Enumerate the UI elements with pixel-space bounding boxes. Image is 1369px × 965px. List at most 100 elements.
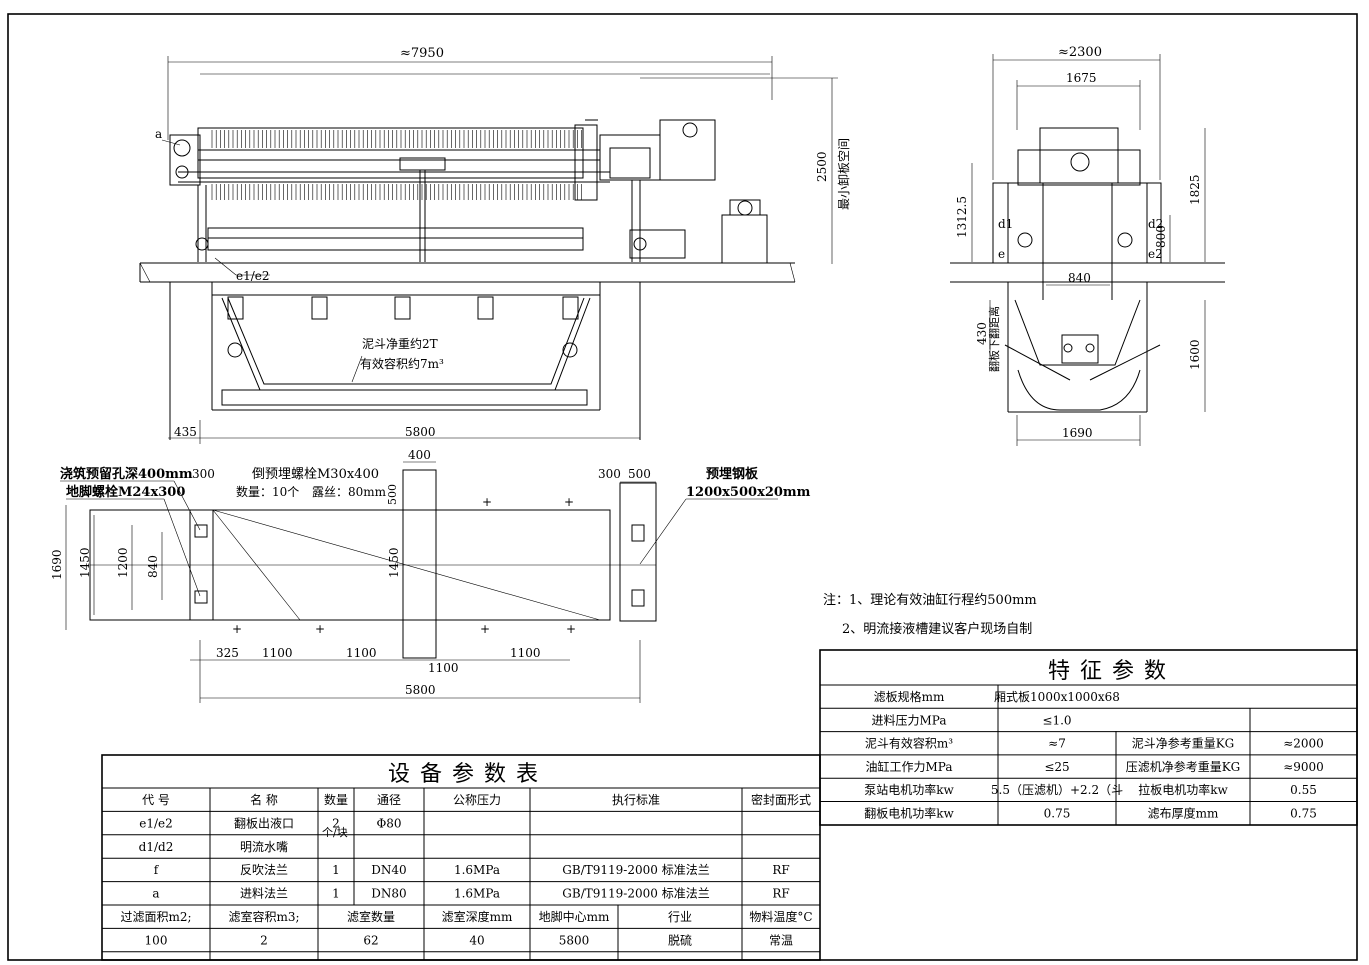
feature-cell: 进料压力MPa (872, 713, 947, 727)
equip-cell: 1 (332, 863, 340, 877)
label-bolt-exposed: 露丝：80mm (312, 485, 387, 499)
dim-fd-300-right: 300 (598, 467, 621, 481)
label-anchor-bolt: 地脚螺栓M24x300 (66, 484, 185, 500)
equip-cell: 1.6MPa (454, 887, 500, 901)
equip-cell: Φ80 (376, 816, 401, 830)
dim-fd-400: 400 (408, 448, 431, 462)
dim-clearance-value: 2500 (815, 151, 829, 182)
svg-text:+: + (315, 622, 325, 636)
dim-side-mid-height: 1312.5 (955, 196, 969, 238)
equip-footer-cell: 62 (363, 933, 378, 947)
equip-qty-note: 个/块 (322, 826, 348, 839)
dim-fd-500-vertical: 500 (386, 484, 399, 505)
feature-cell: 泵站电机功率kw (864, 782, 954, 797)
equip-header-cell: 执行标准 (612, 793, 660, 807)
equip-header-cell: 数量 (324, 792, 348, 807)
dim-fd-1450-left: 1450 (78, 547, 92, 578)
feature-cell: ≈2000 (1283, 737, 1324, 751)
dim-fd-300-left: 300 (192, 467, 215, 481)
dim-overall-width: ≈2300 (1058, 45, 1102, 60)
equip-cell: d1/d2 (139, 840, 174, 854)
equip-cell: 翻板出液口 (234, 815, 294, 830)
dim-fd-5800: 5800 (405, 683, 436, 697)
dim-left-offset: 435 (174, 425, 197, 439)
equip-cell: 1.6MPa (454, 863, 500, 877)
dim-side-800: 800 (1154, 225, 1168, 248)
equip-cell: GB/T9119-2000 标准法兰 (562, 863, 709, 877)
label-d2: d2 (1148, 217, 1163, 231)
label-embedded-bolt: 倒预埋螺栓M30x400 (252, 467, 379, 482)
note-1: 注：1、理论有效油缸行程约500mm (823, 592, 1037, 608)
label-e2: e2 (1148, 247, 1163, 261)
equip-cell: DN80 (371, 887, 406, 901)
dim-fd-1100-d: 1100 (510, 646, 541, 660)
equip-footer-cell: 行业 (668, 910, 692, 924)
label-flap-clearance: 翻板下翻距离 (987, 306, 1001, 372)
equip-header-cell: 名 称 (250, 792, 278, 807)
label-pour-hole: 浇筑预留孔深400mm (60, 466, 193, 482)
feature-cell: 0.75 (1044, 807, 1071, 821)
equip-footer-cell: 脱硫 (668, 932, 692, 947)
equip-footer-cell: 过滤面积m2; (120, 910, 191, 924)
dim-fd-1100-c: 1100 (428, 661, 459, 675)
dim-fd-325: 325 (216, 646, 239, 660)
dim-clearance-label: 最小卸板空间 (836, 138, 851, 210)
feature-cell: 厢式板1000x1000x68 (994, 690, 1120, 704)
equip-cell: 明流水嘴 (240, 840, 288, 854)
feature-cell: 滤板规格mm (874, 689, 945, 704)
feature-cell: ≈7 (1048, 737, 1066, 751)
feature-cell: 压滤机净参考重量KG (1126, 759, 1241, 774)
equip-cell: 进料法兰 (240, 887, 288, 901)
note-2: 2、明流接液槽建议客户现场自制 (842, 621, 1032, 637)
feature-cell: ≤1.0 (1042, 713, 1071, 727)
dim-inner-width: 1675 (1066, 71, 1097, 85)
label-hopper-weight: 泥斗净重约2T (362, 336, 438, 351)
feature-cell: ≤25 (1044, 760, 1069, 774)
dim-fd-1690: 1690 (50, 549, 64, 580)
filter-plates (211, 130, 582, 200)
label-d1: d1 (998, 217, 1013, 231)
dim-side-height: 1825 (1188, 174, 1202, 205)
equip-header-cell: 公称压力 (453, 793, 501, 807)
equip-cell: GB/T9119-2000 标准法兰 (562, 887, 709, 901)
equip-cell: 2 (332, 816, 340, 830)
feature-cell: 翻板电机功率kw (864, 806, 954, 821)
feature-cell: 泥斗净参考重量KG (1132, 736, 1235, 751)
label-embedded-plate-size: 1200x500x20mm (686, 485, 811, 500)
equip-cell: 1 (332, 887, 340, 901)
feature-cell: ≈9000 (1283, 760, 1324, 774)
equip-cell: f (154, 863, 160, 877)
equip-cell: a (152, 887, 159, 901)
equip-cell: DN40 (371, 863, 406, 877)
svg-text:+: + (232, 622, 242, 636)
feature-cell: 0.75 (1290, 807, 1317, 821)
feature-cell: 滤布厚度mm (1148, 806, 1219, 821)
equip-footer-cell: 地脚中心mm (539, 909, 610, 924)
dim-fd-840: 840 (146, 555, 160, 578)
equip-footer-cell: 常温 (769, 933, 793, 947)
equip-footer-cell: 2 (260, 933, 268, 947)
equip-footer-cell: 滤室深度mm (442, 909, 513, 924)
dim-side-1600: 1600 (1188, 339, 1202, 370)
equip-footer-cell: 100 (145, 933, 168, 947)
equip-header-cell: 密封面形式 (751, 792, 811, 807)
feature-cell: 拉板电机功率kw (1138, 782, 1228, 797)
equip-cell: e1/e2 (139, 816, 173, 830)
dim-side-430: 430 (975, 322, 989, 345)
dim-fd-1450-mid: 1450 (387, 547, 401, 578)
feature-cell: 0.55 (1290, 783, 1317, 797)
svg-text:+: + (564, 495, 574, 509)
svg-text:+: + (480, 622, 490, 636)
label-a: a (155, 127, 162, 141)
feature-table-title: 特征参数 (1048, 659, 1176, 684)
foundation-plan: 浇筑预留孔深400mm 地脚螺栓M24x300 300 倒预埋螺栓M30x400… (50, 448, 811, 703)
equip-header-cell: 通径 (377, 793, 401, 807)
label-e1e2: e1/e2 (236, 269, 270, 283)
dim-side-1690: 1690 (1062, 426, 1093, 440)
dim-base-length: 5800 (405, 425, 436, 439)
